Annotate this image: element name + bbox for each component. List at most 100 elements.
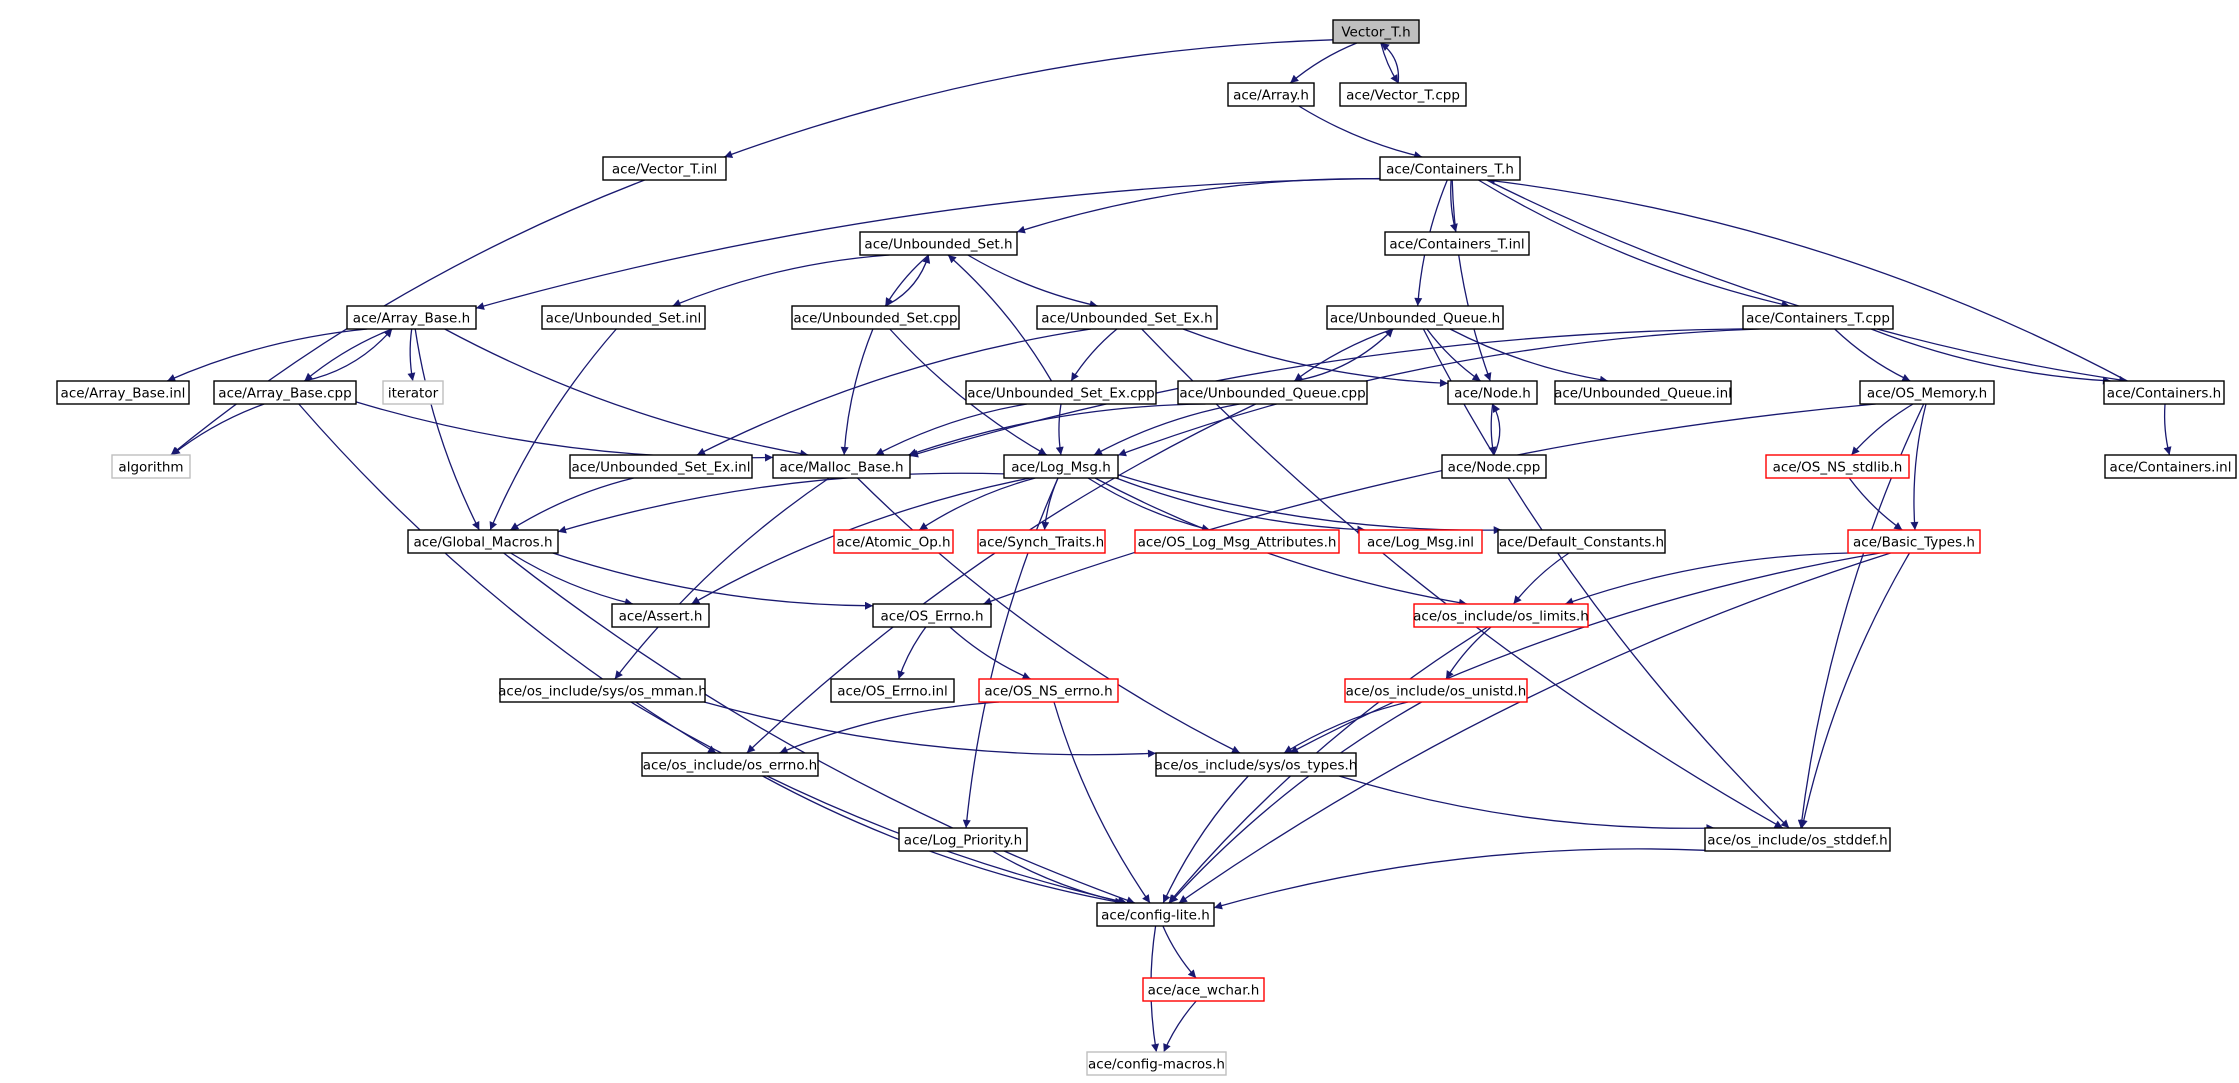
node-ace-unbounded-set-inl[interactable]: ace/Unbounded_Set.inl [541, 305, 706, 330]
node-algorithm[interactable]: algorithm [111, 454, 191, 479]
node-box [499, 678, 706, 703]
node-ace-os-ns-stdlib-h[interactable]: ace/OS_NS_stdlib.h [1765, 454, 1910, 479]
node-ace-unbounded-set-ex-h[interactable]: ace/Unbounded_Set_Ex.h [1036, 305, 1218, 330]
node-ace-unbounded-set-cpp[interactable]: ace/Unbounded_Set.cpp [791, 305, 960, 330]
node-box [1441, 454, 1547, 479]
edge-ace_array_base_h-to-ace_array_base_cpp [303, 328, 393, 382]
node-box [830, 678, 955, 703]
node-ace-array-h[interactable]: ace/Array.h [1227, 82, 1315, 107]
node-label: ace/OS_Log_Msg_Attributes.h [1138, 535, 1337, 551]
node-ace-log-priority-h[interactable]: ace/Log_Priority.h [898, 827, 1028, 852]
node-ace-unbounded-set-h[interactable]: ace/Unbounded_Set.h [859, 231, 1018, 256]
node-ace-os-include-sys-os-mman-h[interactable]: ace/os_include/sys/os_mman.h [498, 678, 707, 703]
node-ace-default-constants-h[interactable]: ace/Default_Constants.h [1497, 529, 1666, 554]
node-box [872, 603, 992, 628]
node-vector-t-h[interactable]: Vector_T.h [1332, 19, 1420, 44]
node-ace-os-memory-h[interactable]: ace/OS_Memory.h [1859, 380, 1995, 405]
node-box [1847, 529, 1981, 554]
node-ace-assert-h[interactable]: ace/Assert.h [611, 603, 710, 628]
edge-ace_log_msg_h-to-ace_log_msg_inl [1115, 477, 1366, 534]
node-ace-containers-t-inl[interactable]: ace/Containers_T.inl [1384, 231, 1530, 256]
edge-ace_array_base_h-to-ace_malloc_base_h [444, 328, 809, 458]
node-ace-synch-traits-h[interactable]: ace/Synch_Traits.h [977, 529, 1106, 554]
edge-ace_os_ns_stdlib_h-to-ace_basic_types_h [1848, 477, 1903, 531]
node-label: ace/Malloc_Base.h [779, 460, 903, 476]
node-ace-containers-t-cpp[interactable]: ace/Containers_T.cpp [1742, 305, 1894, 330]
node-ace-log-msg-h[interactable]: ace/Log_Msg.h [1003, 454, 1119, 479]
edge-ace_array_base_h-to-ace_array_base_inl [166, 328, 368, 382]
node-label: ace/OS_Errno.inl [837, 684, 948, 700]
node-box [2103, 380, 2225, 405]
node-box [1036, 305, 1218, 330]
node-iterator[interactable]: iterator [382, 380, 444, 405]
edge-ace_log_msg_h-to-ace_global_macros_h [557, 472, 1005, 534]
node-ace-array-base-cpp[interactable]: ace/Array_Base.cpp [213, 380, 357, 405]
edge-ace_global_macros_h-to-ace_assert_h [510, 552, 634, 607]
edge-ace_basic_types_h-to-ace_os_include_sys_os_types_h [1289, 552, 1881, 754]
node-ace-unbounded-set-ex-cpp[interactable]: ace/Unbounded_Set_Ex.cpp [965, 380, 1157, 405]
node-ace-os-include-os-unistd-h[interactable]: ace/os_include/os_unistd.h [1344, 678, 1528, 703]
edge-ace_containers_t_h-to-ace_node_h [1451, 179, 1492, 382]
node-ace-os-include-sys-os-types-h[interactable]: ace/os_include/sys/os_types.h [1155, 752, 1358, 777]
node-ace-node-h[interactable]: ace/Node.h [1447, 380, 1538, 405]
node-ace-node-cpp[interactable]: ace/Node.cpp [1441, 454, 1547, 479]
node-ace-unbounded-queue-inl[interactable]: ace/Unbounded_Queue.inl [1554, 380, 1732, 405]
node-ace-basic-types-h[interactable]: ace/Basic_Types.h [1847, 529, 1981, 554]
node-ace-os-log-msg-attributes-h[interactable]: ace/OS_Log_Msg_Attributes.h [1134, 529, 1340, 554]
node-ace-os-include-os-errno-h[interactable]: ace/os_include/os_errno.h [641, 752, 819, 777]
node-ace-containers-t-h[interactable]: ace/Containers_T.h [1379, 156, 1521, 181]
node-ace-array-base-inl[interactable]: ace/Array_Base.inl [56, 380, 190, 405]
node-ace-vector-t-cpp[interactable]: ace/Vector_T.cpp [1339, 82, 1467, 107]
node-box [1497, 529, 1666, 554]
node-ace-os-include-os-limits-h[interactable]: ace/os_include/os_limits.h [1413, 603, 1589, 628]
node-box [1859, 380, 1995, 405]
node-box [1326, 305, 1504, 330]
node-label: ace/Node.h [1454, 386, 1531, 402]
node-label: ace/Unbounded_Set_Ex.inl [572, 460, 751, 476]
edge-ace_os_include_os_unistd_h-to-ace_os_include_sys_os_types_h [1283, 701, 1409, 754]
edge-ace_unbounded_set_ex_inl-to-ace_global_macros_h [509, 477, 634, 531]
node-ace-log-msg-inl[interactable]: ace/Log_Msg.inl [1358, 529, 1483, 554]
edge-ace_unbounded_queue_cpp-to-ace_unbounded_queue_h [1294, 328, 1394, 382]
node-ace-vector-t-inl[interactable]: ace/Vector_T.inl [602, 156, 727, 181]
edge-ace_os_include_sys_os_types_h-to-ace_os_include_os_stddef_h [1338, 775, 1715, 833]
node-label: ace/os_include/os_errno.h [643, 758, 817, 774]
node-ace-os-errno-h[interactable]: ace/OS_Errno.h [872, 603, 992, 628]
node-label: ace/Unbounded_Set.h [864, 237, 1012, 253]
node-ace-array-base-h[interactable]: ace/Array_Base.h [346, 305, 477, 330]
node-ace-containers-h[interactable]: ace/Containers.h [2103, 380, 2225, 405]
node-ace-os-errno-inl[interactable]: ace/OS_Errno.inl [830, 678, 955, 703]
node-box [772, 454, 911, 479]
node-box [346, 305, 477, 330]
node-ace-containers-inl[interactable]: ace/Containers.inl [2104, 454, 2237, 479]
node-label: ace/ace_wchar.h [1148, 983, 1260, 999]
node-label: ace/config-lite.h [1101, 908, 1210, 924]
edge-ace_os_include_sys_os_types_h-to-ace_config_lite_h [1162, 775, 1249, 904]
node-ace-global-macros-h[interactable]: ace/Global_Macros.h [407, 529, 559, 554]
node-label: ace/Array.h [1233, 88, 1309, 104]
node-label: ace/Log_Priority.h [904, 833, 1022, 849]
node-ace-config-macros-h[interactable]: ace/config-macros.h [1086, 1051, 1227, 1076]
edge-ace_unbounded_set_ex_h-to-ace_node_h [1182, 328, 1449, 388]
node-label: ace/OS_Memory.h [1867, 386, 1987, 402]
edge-vector_t_h-to-ace_array_h [1289, 42, 1358, 84]
node-ace-os-ns-errno-h[interactable]: ace/OS_NS_errno.h [978, 678, 1119, 703]
node-ace-config-lite-h[interactable]: ace/config-lite.h [1096, 902, 1215, 927]
node-ace-ace-wchar-h[interactable]: ace/ace_wchar.h [1142, 977, 1265, 1002]
node-ace-unbounded-queue-h[interactable]: ace/Unbounded_Queue.h [1326, 305, 1504, 330]
edge-ace_global_macros_h-to-ace_os_errno_h [552, 552, 874, 610]
edge-ace_containers_t_cpp-to-ace_log_msg_h [1117, 328, 1760, 457]
node-ace-malloc-base-h[interactable]: ace/Malloc_Base.h [772, 454, 911, 479]
node-ace-unbounded-queue-cpp[interactable]: ace/Unbounded_Queue.cpp [1177, 380, 1368, 405]
node-ace-unbounded-set-ex-inl[interactable]: ace/Unbounded_Set_Ex.inl [569, 454, 753, 479]
node-label: ace/Global_Macros.h [413, 535, 552, 551]
node-ace-os-include-os-stddef-h[interactable]: ace/os_include/os_stddef.h [1704, 827, 1891, 852]
node-box [1379, 156, 1521, 181]
edge-ace_array_base_h-to-ace_global_macros_h [414, 328, 480, 531]
node-ace-atomic-op-h[interactable]: ace/Atomic_Op.h [833, 529, 954, 554]
edge-ace_log_msg_h-to-ace_os_include_os_limits_h [1094, 477, 1468, 607]
node-box [641, 752, 819, 777]
node-label: ace/os_include/os_unistd.h [1346, 684, 1527, 700]
edge-ace_unbounded_queue_cpp-to-ace_malloc_base_h [908, 403, 1206, 457]
